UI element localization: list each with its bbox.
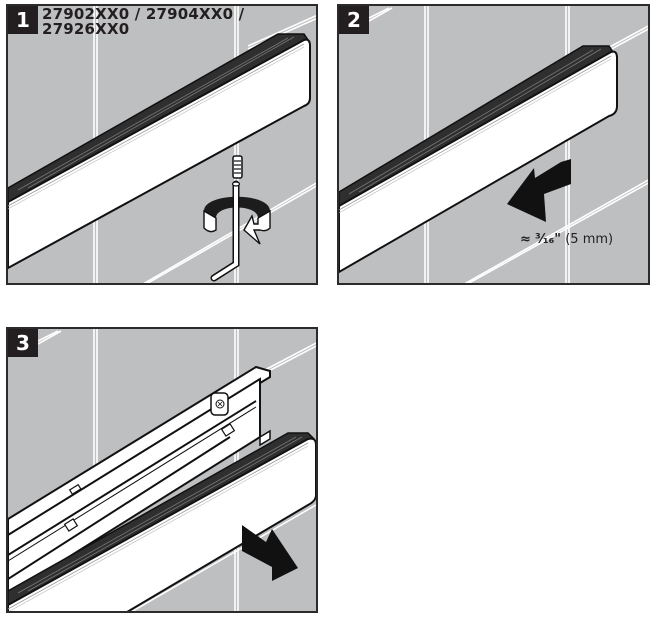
bar-top-edge (339, 45, 615, 207)
model-numbers-line-1: 27902XX0 / 27904XX0 / (42, 5, 245, 23)
set-screw-icon (232, 155, 243, 179)
model-numbers-line-2: 27926XX0 (42, 20, 130, 38)
step-number-badge: 1 (8, 6, 38, 34)
step-1-illustration (8, 6, 316, 283)
imperial-value: ³⁄₁₆" (535, 232, 562, 247)
step-3-illustration (8, 329, 316, 611)
measurement-label: ≈ ³⁄₁₆" (5 mm) (520, 232, 613, 247)
direction-arrow-icon (507, 159, 571, 222)
screw-icon (210, 392, 229, 416)
step-2-panel: 2 ≈ ³⁄₁₆" (5 mm) (337, 4, 650, 285)
step-1-panel: 1 27902XX0 / 27904XX0 / 27926XX0 (6, 4, 318, 285)
step-number-badge: 2 (339, 6, 369, 34)
mounting-rail-icon (8, 365, 271, 597)
model-numbers-label: 27902XX0 / 27904XX0 / 27926XX0 (42, 7, 244, 37)
metric-value: (5 mm) (565, 232, 614, 247)
hex-key-icon (210, 180, 241, 282)
direction-arrow-icon (242, 525, 298, 581)
step-2-illustration (339, 6, 648, 283)
step-number-badge: 3 (8, 329, 38, 357)
approx-symbol: ≈ (520, 232, 531, 247)
step-3-panel: 3 (6, 327, 318, 613)
